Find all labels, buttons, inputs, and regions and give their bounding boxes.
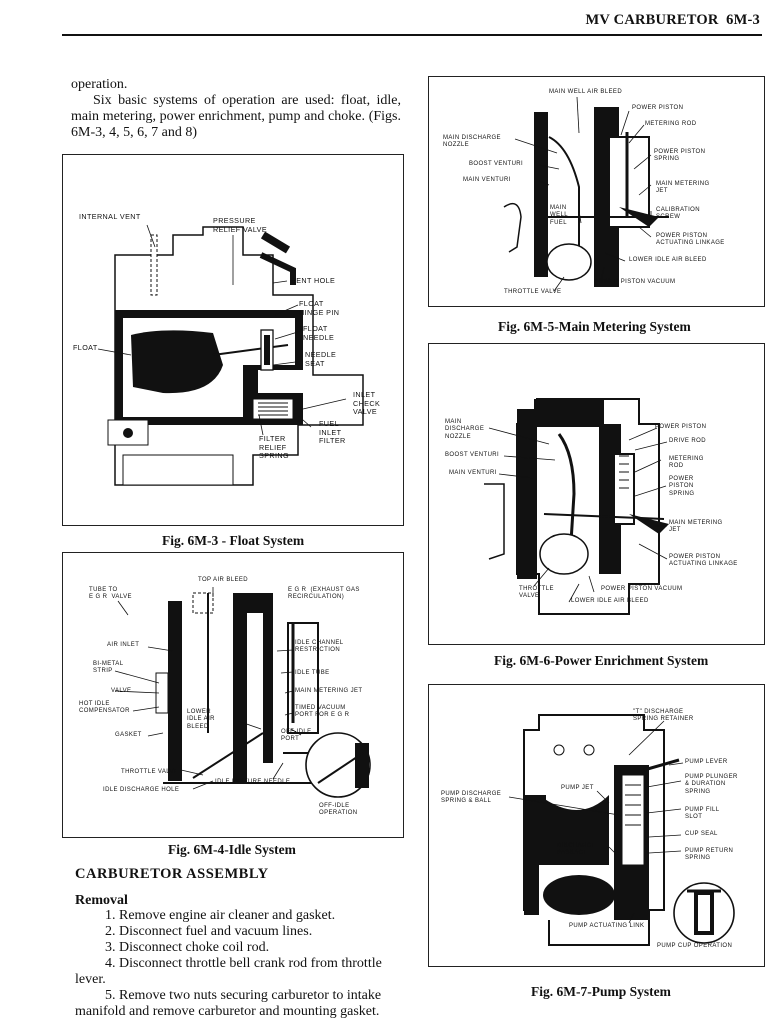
label-calibration-screw: CALIBRATION SCREW (656, 207, 700, 221)
label-t-discharge-spring-retainer: "T" DISCHARGE SPRING RETAINER (633, 709, 694, 723)
removal-step: 2. Disconnect fuel and vacuum lines. (105, 924, 313, 939)
label-main-well-fuel: MAIN WELL FUEL (550, 205, 568, 226)
figure-main-metering-system: MAIN WELL AIR BLEED POWER PISTON METERIN… (428, 76, 765, 307)
label-idle-discharge-hole: IDLE DISCHARGE HOLE (103, 787, 180, 793)
label-filter-relief-spring: FILTER RELIEF SPRING (259, 434, 289, 461)
caption-fig-6m-7: Fig. 6M-7-Pump System (531, 984, 671, 999)
label-main-metering-jet: MAIN METERING JET (656, 181, 710, 195)
label-pump-cup-operation: PUMP CUP OPERATION (657, 943, 733, 949)
label-idle-channel-restriction: IDLE CHANNEL RESTRICTION (295, 640, 344, 654)
label-lower-idle-air-bleed: LOWER IDLE AIR BLEED (571, 598, 649, 604)
label-discharge-passage: DISCHARGE PASSAGE (557, 843, 597, 857)
header-rule (62, 34, 762, 36)
removal-step-continuation: manifold and remove carburetor and mount… (75, 1004, 380, 1019)
label-pump-actuating-link: PUMP ACTUATING LINK (569, 923, 645, 929)
label-main-discharge-nozzle: MAIN DISCHARGE NOZZLE (445, 419, 485, 440)
subsection-title-removal: Removal (75, 893, 128, 908)
caption-fig-6m-6: Fig. 6M-6-Power Enrichment System (494, 653, 709, 668)
label-inlet-check-valve: INLET CHECK VALVE (353, 390, 381, 417)
label-bi-metal-strip: BI-METAL STRIP (93, 661, 124, 675)
label-power-piston-vacuum: POWER PISTON VACUUM (594, 279, 676, 285)
idle-system-drawing (114, 587, 371, 798)
label-boost-venturi: BOOST VENTURI (469, 161, 524, 167)
float-system-drawing (97, 224, 364, 486)
label-idle-tube: IDLE TUBE (295, 670, 330, 676)
label-egr-exhaust: E G R (EXHAUST GAS RECIRCULATION) (288, 587, 360, 601)
label-float-hinge-pin: FLOAT HINGE PIN (299, 299, 340, 317)
label-internal-vent: INTERNAL VENT (79, 212, 141, 221)
removal-step-continuation: lever. (75, 972, 106, 987)
figure-idle-system: TUBE TO E G R VALVE TOP AIR BLEED E G R … (62, 552, 404, 838)
label-main-discharge-nozzle: MAIN DISCHARGE NOZZLE (443, 135, 501, 149)
intro-line: operation. (71, 77, 128, 92)
label-throttle-valve: THROTTLE VALVE (121, 769, 179, 775)
removal-step: 5. Remove two nuts securing carburetor t… (105, 988, 382, 1003)
label-tube-to-egr-valve: TUBE TO E G R VALVE (89, 587, 132, 601)
label-boost-venturi: BOOST VENTURI (445, 452, 500, 458)
section-title-carburetor-assembly: CARBURETOR ASSEMBLY (75, 866, 269, 882)
label-air-inlet: AIR INLET (107, 642, 140, 648)
main-metering-drawing (503, 96, 669, 292)
running-header: MV CARBURETOR 6M-3 (586, 12, 760, 29)
figure-power-enrichment-system: MAIN DISCHARGE NOZZLE BOOST VENTURI MAIN… (428, 343, 765, 645)
label-float-needle: FLOAT NEEDLE (303, 324, 335, 342)
removal-step: 4. Disconnect throttle bell crank rod fr… (105, 956, 382, 971)
label-drive-rod: DRIVE ROD (669, 438, 706, 444)
label-needle-seat: NEEDLE SEAT (305, 350, 337, 368)
label-idle-mixture-needle: IDLE MIXTURE NEEDLE (215, 779, 291, 785)
label-pump-lever: PUMP LEVER (685, 759, 728, 765)
label-cup-seal: CUP SEAL (685, 831, 718, 837)
label-throttle-valve: THROTTLE VALVE (519, 586, 554, 600)
figure-float-system: INTERNAL VENT PRESSURE RELIEF VALVE VENT… (62, 154, 404, 526)
pump-system-drawing (508, 714, 735, 946)
label-vent-hole: VENT HOLE (291, 276, 336, 285)
label-main-venturi: MAIN VENTURI (463, 177, 511, 183)
label-power-piston: POWER PISTON (632, 105, 684, 111)
caption-fig-6m-5: Fig. 6M-5-Main Metering System (498, 319, 691, 334)
label-power-piston-vacuum: POWER PISTON VACUUM (601, 586, 683, 592)
intro-paragraph: Six basic systems of operation are used:… (71, 93, 401, 140)
power-enrichment-drawing (484, 398, 669, 615)
label-main-venturi: MAIN VENTURI (449, 470, 497, 476)
label-lower-idle-air-bleed: LOWER IDLE AIR BLEED (629, 257, 707, 263)
label-pump-jet: PUMP JET (561, 785, 594, 791)
label-power-piston-actuating-linkage: POWER PISTON ACTUATING LINKAGE (669, 554, 738, 568)
label-valve: VALVE (111, 688, 132, 694)
label-timed-vacuum-port: TIMED VACUUM PORT FOR E G R (295, 705, 350, 719)
label-metering-rod: METERING ROD (669, 456, 704, 470)
label-power-piston-spring: POWER PISTON SPRING (669, 476, 695, 497)
label-power-piston: POWER PISTON (655, 424, 707, 430)
label-main-metering-jet: MAIN METERING JET (669, 520, 723, 534)
header-page-number: 6M-3 (726, 12, 760, 28)
label-main-metering-jet: MAIN METERING JET (295, 688, 363, 694)
figure-pump-system: "T" DISCHARGE SPRING RETAINER PUMP LEVER… (428, 684, 765, 967)
removal-step: 1. Remove engine air cleaner and gasket. (105, 908, 336, 923)
label-gasket: GASKET (115, 732, 142, 738)
label-lower-idle-air-bleed: LOWER IDLE AIR BLEED (187, 709, 215, 730)
caption-fig-6m-4: Fig. 6M-4-Idle System (168, 842, 296, 857)
label-fuel-inlet-filter: FUEL INLET FILTER (319, 419, 346, 446)
label-off-idle-operation: OFF-IDLE OPERATION (319, 803, 358, 817)
label-throttle-valve: THROTTLE VALVE (504, 289, 562, 295)
label-power-piston-actuating-linkage: POWER PISTON ACTUATING LINKAGE (656, 233, 725, 247)
label-off-idle-port: OFF-IDLE PORT (281, 729, 312, 743)
label-pump-return-spring: PUMP RETURN SPRING (685, 848, 734, 862)
label-power-piston-spring: POWER PISTON SPRING (654, 149, 706, 163)
label-main-well-air-bleed: MAIN WELL AIR BLEED (549, 89, 623, 95)
intro-text: operation. Six basic systems of operatio… (71, 77, 401, 141)
label-pressure-relief-valve: PRESSURE RELIEF VALVE (213, 216, 268, 234)
removal-steps: 1. Remove engine air cleaner and gasket.… (75, 908, 405, 1020)
label-pump-fill-slot: PUMP FILL SLOT (685, 807, 720, 821)
label-top-air-bleed: TOP AIR BLEED (198, 577, 248, 583)
label-pump-plunger-duration-spring: PUMP PLUNGER & DURATION SPRING (685, 774, 738, 795)
caption-fig-6m-3: Fig. 6M-3 - Float System (162, 533, 305, 548)
label-metering-rod: METERING ROD (645, 121, 697, 127)
label-float: FLOAT (73, 343, 98, 352)
label-pump-discharge-spring-ball: PUMP DISCHARGE SPRING & BALL (441, 791, 502, 805)
header-title: MV CARBURETOR (585, 12, 719, 28)
label-hot-idle-compensator: HOT IDLE COMPENSATOR (79, 701, 130, 715)
removal-step: 3. Disconnect choke coil rod. (105, 940, 270, 955)
